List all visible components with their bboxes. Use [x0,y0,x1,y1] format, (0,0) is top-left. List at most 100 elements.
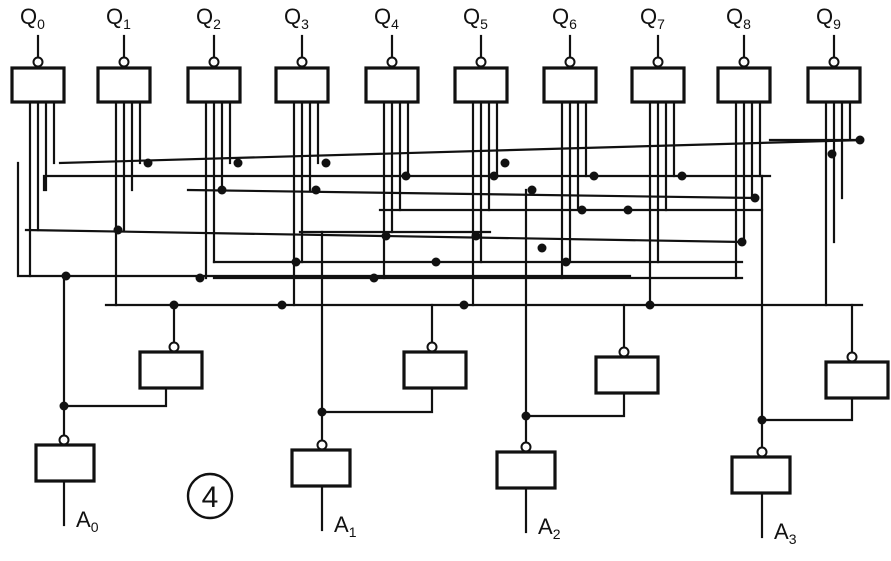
inverter-bubble [618,346,630,358]
inverter-bubble [564,56,576,68]
input-gate-8 [716,66,772,104]
junction-dot [527,185,537,195]
junction-dot [217,185,227,195]
inverter-bubble [756,446,768,458]
mid-to-output [524,391,626,418]
output-gate-2 [495,450,557,490]
input-label-5: Q5 [463,4,488,32]
input-gate-6 [542,66,598,104]
junction-dot [589,171,599,181]
input-gate-4 [364,66,420,104]
inverter-bubble [296,56,308,68]
wires [16,34,864,539]
junction-dot [561,257,571,267]
input-label-2: Q2 [196,4,221,32]
inverter-bubble [475,56,487,68]
bus-c [42,174,772,192]
junction-dot [471,231,481,241]
mid-gate-1 [402,350,468,390]
inverter-bubble [316,439,328,451]
inverter-bubble [118,56,130,68]
junction-dot [521,411,531,421]
figure-number-text: 4 [202,481,219,514]
inverter-bubble [168,341,180,353]
junction-dot [537,243,547,253]
inverter-bubble [386,56,398,68]
junction-dots [59,135,865,425]
junction-dot [677,171,687,181]
junction-dot [431,257,441,267]
junction-dot [381,231,391,241]
junction-dot [291,257,301,267]
inverter-bubble [520,441,532,453]
junction-dot [61,271,71,281]
figure-number-circle [186,472,234,520]
junction-dot [311,185,321,195]
inverter-bubble [426,341,438,353]
junction-dot [317,407,327,417]
mid-gate-3 [824,360,890,400]
input-label-3: Q3 [284,4,309,32]
mid-gate-2 [594,355,660,395]
inverter-bubble [828,56,840,68]
output-gate-1 [290,448,352,488]
input-label-6: Q6 [552,4,577,32]
junction-dot [59,401,69,411]
input-gate-1 [96,66,152,104]
input-gate-0 [10,66,66,104]
bus-d [58,138,864,165]
junction-dot [169,300,179,310]
input-label-9: Q9 [816,4,841,32]
junction-dot [401,171,411,181]
junction-dot [321,158,331,168]
inverter-bubble [58,434,70,446]
junction-dot [750,193,760,203]
mid-gate-0 [138,350,204,390]
output-label-0: A0 [76,507,99,535]
junction-dot [195,273,205,283]
input-gate-2 [186,66,242,104]
junction-dot [623,205,633,215]
input-label-7: Q7 [640,4,665,32]
bus-a [16,161,632,278]
inverter-bubble [208,56,220,68]
junction-dot [737,237,747,247]
gates [10,56,890,495]
mid-to-output [760,396,854,422]
figure-number: 4 [186,472,234,520]
junction-dot [369,273,379,283]
output-label-2: A2 [538,514,561,542]
input-label-4: Q4 [374,4,399,32]
input-gate-3 [274,66,330,104]
input-gate-7 [630,66,686,104]
junction-dot [827,149,837,159]
junction-dot [500,158,510,168]
output-label-1: A1 [334,512,357,540]
output-gate-3 [730,455,792,495]
output-label-3: A3 [774,519,797,547]
mid-to-output [320,386,434,414]
junction-dot [757,415,767,425]
junction-dot [277,300,287,310]
junction-dot [233,158,243,168]
junction-dot [489,171,499,181]
input-label-1: Q1 [106,4,131,32]
junction-dot [143,158,153,168]
input-label-8: Q8 [726,4,751,32]
junction-dot [645,300,655,310]
input-gate-5 [453,66,509,104]
input-label-0: Q0 [20,4,45,32]
junction-dot [459,300,469,310]
output-gate-0 [34,443,96,483]
inverter-bubble [846,351,858,363]
junction-dot [855,135,865,145]
mid-to-output [62,386,168,408]
junction-dot [577,205,587,215]
junction-dot [113,225,123,235]
bus-f [186,188,757,200]
inverter-bubble [738,56,750,68]
inverter-bubble [32,56,44,68]
